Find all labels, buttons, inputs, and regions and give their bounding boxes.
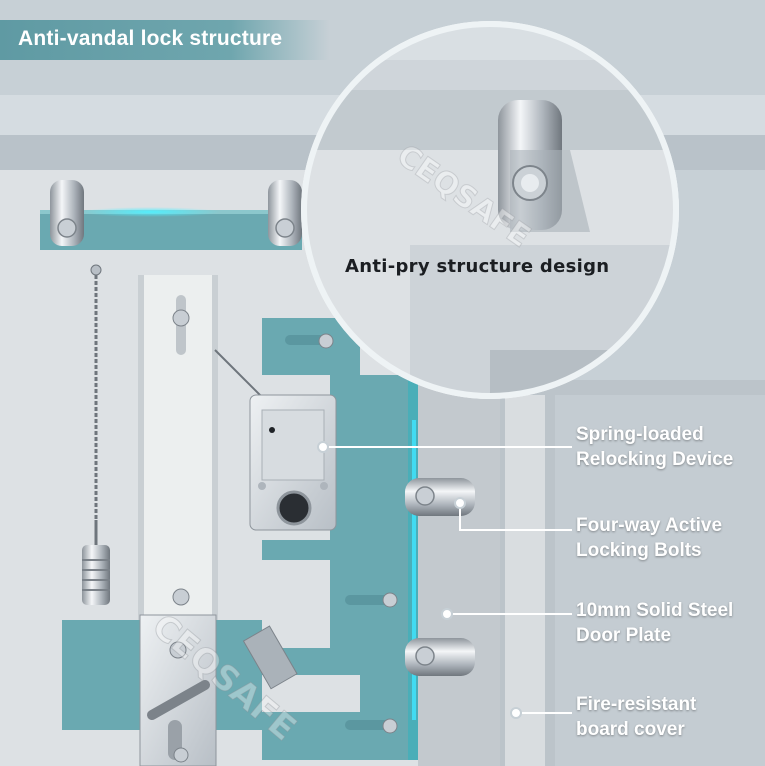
spring-icon <box>82 545 110 605</box>
callout-line: Locking Bolts <box>576 540 702 561</box>
callout-line: Four-way Active <box>576 515 723 536</box>
zoom-caption: Anti-pry structure design <box>345 256 610 277</box>
callout-locking-bolts: Four-way Active Locking Bolts <box>576 513 722 563</box>
latch-icon <box>139 614 217 766</box>
callout-line: board cover <box>576 719 685 740</box>
relocker-device-icon <box>249 394 337 531</box>
callout-door-plate: 10mm Solid Steel Door Plate <box>576 598 733 648</box>
title-banner <box>0 20 330 60</box>
callout-line: Door Plate <box>576 625 672 646</box>
zoom-inset: CEQSAFE <box>301 21 679 399</box>
callout-line: Fire-resistant <box>576 694 697 715</box>
callout-line: 10mm Solid Steel <box>576 600 734 621</box>
callout-fire-board: Fire-resistant board cover <box>576 692 696 742</box>
page-title: Anti-vandal lock structure <box>18 27 283 50</box>
callout-line: Relocking Device <box>576 449 734 470</box>
callout-relocking-device: Spring-loaded Relocking Device <box>576 422 733 472</box>
callout-line: Spring-loaded <box>576 424 704 445</box>
